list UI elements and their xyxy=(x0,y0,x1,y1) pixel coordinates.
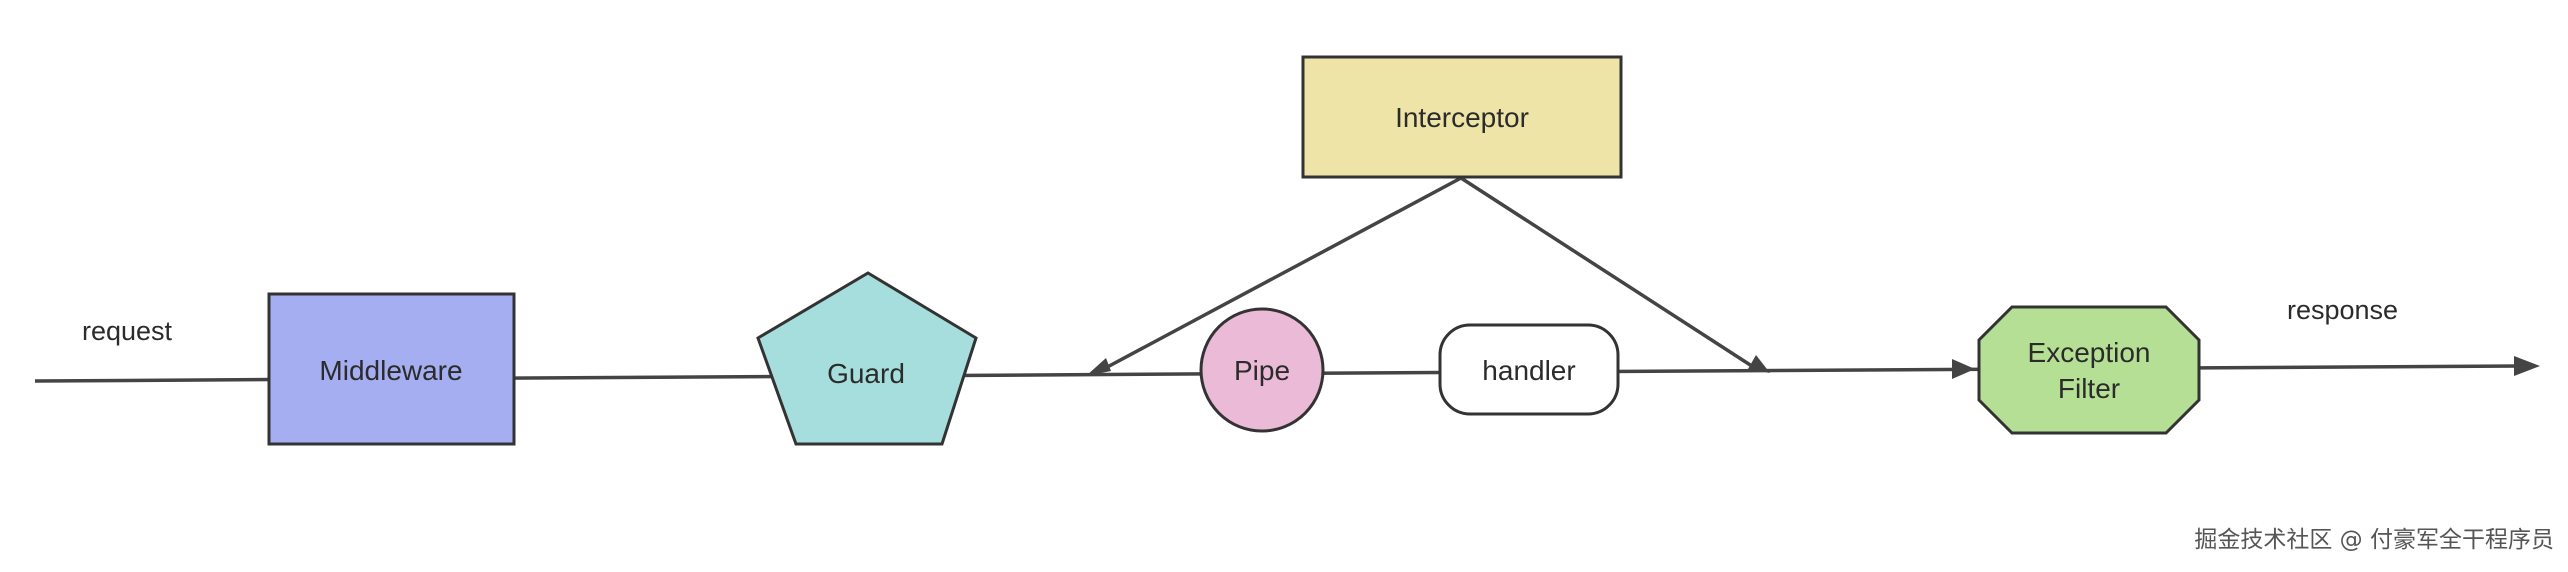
arrowhead-response xyxy=(2514,356,2540,376)
pipe-label: Pipe xyxy=(1234,355,1290,386)
exception-filter-label-line1: Exception xyxy=(2028,337,2151,368)
handler-label: handler xyxy=(1482,355,1575,386)
guard-node: Guard xyxy=(756,271,978,446)
guard-pentagon xyxy=(756,271,978,446)
response-label: response xyxy=(2287,295,2398,325)
interceptor-left-branch xyxy=(1097,176,1462,374)
interceptor-box xyxy=(1301,55,1623,179)
arrowhead-to-exception-filter xyxy=(1952,359,1975,379)
pipe-circle xyxy=(1199,307,1325,433)
request-label: request xyxy=(82,316,173,346)
exception-filter-node: Exception Filter xyxy=(1977,305,2201,435)
interceptor-node: Interceptor xyxy=(1301,55,1623,179)
middleware-node: Middleware xyxy=(267,292,516,446)
interceptor-label: Interceptor xyxy=(1395,102,1529,133)
pipe-node: Pipe xyxy=(1199,307,1325,433)
watermark: 掘金技术社区 @ 付豪军全干程序员 xyxy=(2194,527,2554,553)
handler-node: handler xyxy=(1438,323,1620,416)
handler-box xyxy=(1438,323,1620,416)
middleware-label: Middleware xyxy=(319,355,462,386)
interceptor-right-branch xyxy=(1460,176,1759,372)
exception-filter-label-line2: Filter xyxy=(2058,373,2120,404)
arrowhead-left-branch xyxy=(1086,358,1111,376)
arrowhead-right-branch xyxy=(1748,355,1770,373)
guard-label: Guard xyxy=(827,358,905,389)
exception-filter-octagon xyxy=(1977,305,2201,435)
middleware-box xyxy=(267,292,516,446)
